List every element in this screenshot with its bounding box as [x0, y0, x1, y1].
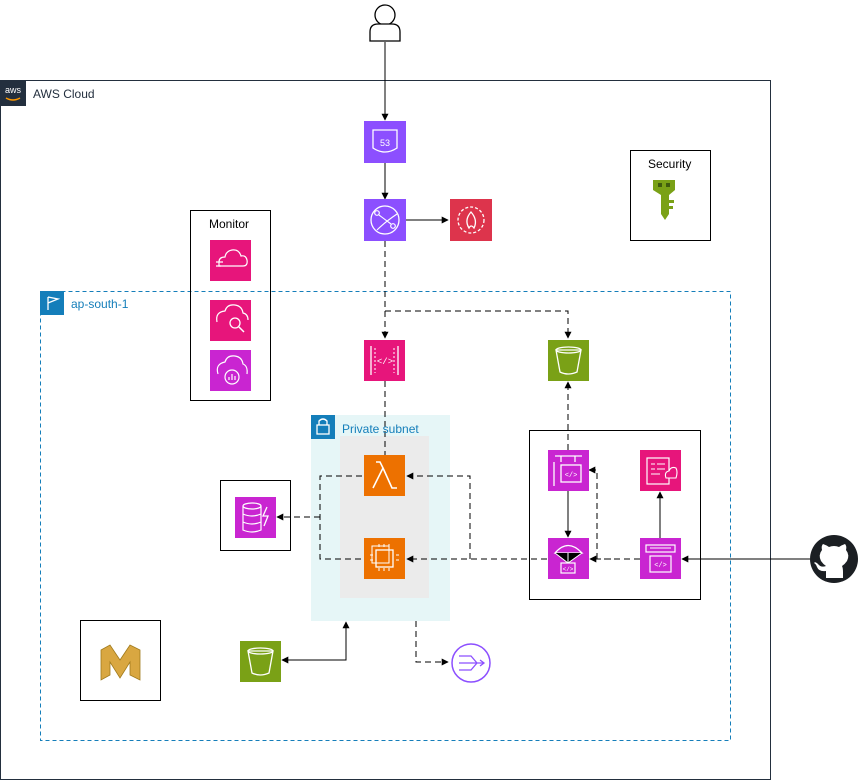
subnet-lock-icon [311, 415, 335, 439]
svg-text:53: 53 [380, 138, 390, 148]
region-flag-icon [40, 291, 64, 315]
waf-icon[interactable] [450, 199, 492, 241]
kms-key-icon[interactable] [653, 180, 675, 220]
ec2-icon[interactable] [364, 538, 405, 579]
cloudwatch-logs-icon[interactable] [210, 300, 251, 341]
dynamodb-box [220, 480, 291, 551]
aws-logo-text: aws [5, 85, 22, 95]
cloudfront-icon[interactable] [364, 199, 406, 241]
codebuild-icon[interactable]: </> [548, 450, 589, 491]
github-icon[interactable] [810, 535, 858, 583]
cicd-group [529, 430, 701, 600]
security-group [630, 150, 711, 241]
edge-compute-dynamodb [277, 475, 362, 560]
nat-gateway-icon[interactable] [451, 643, 491, 683]
cloudwatch-icon[interactable] [210, 240, 251, 281]
codedeploy-icon[interactable]: </> [548, 538, 589, 579]
cloudformation-icon[interactable] [640, 450, 681, 491]
s3-bucket-icon[interactable] [548, 340, 589, 381]
svg-text:</>: </> [565, 472, 578, 480]
svg-text:</>: </> [563, 566, 574, 573]
edge-to-lambda [406, 472, 471, 559]
svg-text:</>: </> [654, 562, 667, 570]
edge-cloudfront-s3 [385, 310, 572, 339]
aws-logo-icon: aws [0, 80, 26, 106]
lambda-icon[interactable] [364, 455, 405, 496]
codepipeline-icon[interactable]: </> [640, 538, 681, 579]
cloudwatch-metrics-icon[interactable] [210, 350, 251, 391]
edge-subnet-nat [415, 621, 449, 666]
subnet-label: Private subnet [342, 422, 419, 436]
api-gateway-icon[interactable]: </> [364, 340, 405, 381]
edge-pipeline-codebuild [589, 470, 611, 560]
security-label: Security [648, 157, 692, 171]
svg-text:</>: </> [377, 357, 393, 367]
route53-icon[interactable]: 53 [364, 121, 406, 163]
edge-s3-subnet [281, 621, 350, 664]
s3-bucket-bottom-icon[interactable] [240, 641, 281, 682]
dynamodb-icon[interactable] [235, 497, 276, 538]
amazon-icon[interactable] [100, 644, 141, 681]
monitor-label: Monitor [209, 217, 250, 231]
aws-cloud-label: AWS Cloud [33, 87, 95, 101]
amazon-box [80, 620, 161, 701]
user-icon[interactable] [369, 4, 401, 42]
monitor-group [190, 210, 271, 401]
region-label: ap-south-1 [71, 297, 129, 311]
